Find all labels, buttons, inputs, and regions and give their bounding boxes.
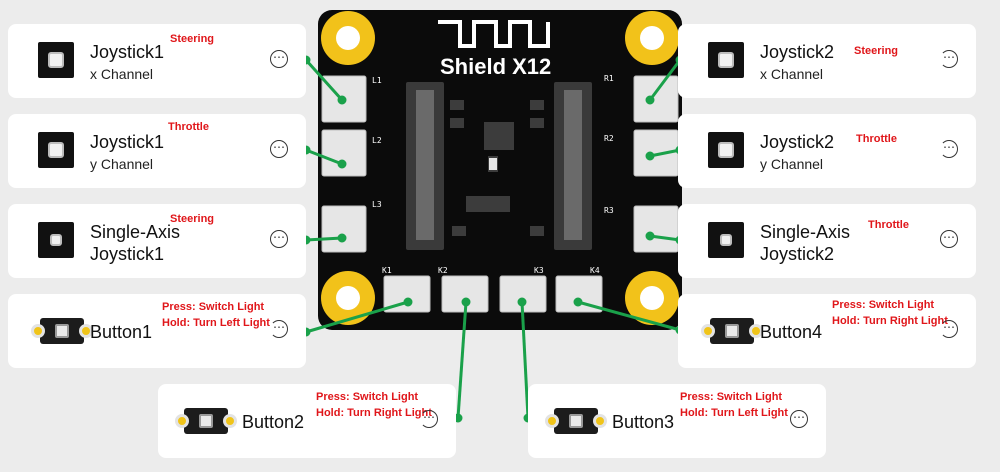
module-card-joystick1-y[interactable]: Joystick1 y Channel Throttle ⋯ xyxy=(8,114,306,188)
module-note: Steering xyxy=(170,33,215,45)
more-options-icon[interactable]: ⋯ xyxy=(790,410,808,428)
button-module-icon xyxy=(545,408,607,434)
module-note-press: Press: Switch Light xyxy=(832,299,935,311)
module-title: Single-Axis xyxy=(90,222,181,242)
module-subtitle: Joystick2 xyxy=(760,244,835,264)
joystick-icon xyxy=(708,42,744,78)
pot-label-l1: L1 xyxy=(372,76,382,85)
more-options-icon[interactable]: ⋯ xyxy=(270,230,288,248)
button-module-icon xyxy=(701,318,763,344)
mount-hole-br xyxy=(625,271,679,325)
module-note-press: Press: Switch Light xyxy=(680,391,783,403)
mount-hole-tl xyxy=(321,11,375,65)
module-note: Steering xyxy=(170,213,215,225)
pin-label-k2: K2 xyxy=(438,266,448,275)
module-note: Steering xyxy=(854,45,899,57)
module-subtitle: Joystick1 xyxy=(90,244,165,264)
more-options-icon[interactable]: ⋯ xyxy=(940,320,958,338)
module-card-button1[interactable]: Button1 Press: Switch Light Hold: Turn L… xyxy=(8,294,306,368)
module-card-button2[interactable]: Button2 Press: Switch Light Hold: Turn R… xyxy=(158,384,456,458)
board-name: Shield X12 xyxy=(440,54,552,79)
single-axis-joystick-icon xyxy=(38,222,74,258)
more-options-icon[interactable]: ⋯ xyxy=(940,230,958,248)
pot-label-l3: L3 xyxy=(372,200,382,209)
module-title: Single-Axis xyxy=(760,222,851,242)
more-options-icon[interactable]: ⋯ xyxy=(270,50,288,68)
module-title: Button4 xyxy=(760,322,823,342)
module-note-press: Press: Switch Light xyxy=(316,391,419,403)
module-note: Throttle xyxy=(856,133,897,145)
joystick-icon xyxy=(38,42,74,78)
more-options-icon[interactable]: ⋯ xyxy=(940,140,958,158)
module-title: Joystick2 xyxy=(760,132,835,152)
more-options-icon[interactable]: ⋯ xyxy=(940,50,958,68)
pot-label-r1: R1 xyxy=(604,74,614,83)
module-title: Button1 xyxy=(90,322,153,342)
pin-label-k4: K4 xyxy=(590,266,600,275)
module-note: Throttle xyxy=(868,219,909,231)
module-card-button4[interactable]: Button4 Press: Switch Light Hold: Turn R… xyxy=(678,294,976,368)
pin-label-k3: K3 xyxy=(534,266,544,275)
module-subtitle: x Channel xyxy=(90,66,154,82)
more-options-icon[interactable]: ⋯ xyxy=(270,320,288,338)
module-card-single-axis-joystick2[interactable]: Single-Axis Joystick2 Throttle ⋯ xyxy=(678,204,976,278)
module-title: Button3 xyxy=(612,412,675,432)
module-note-hold: Hold: Turn Left Light xyxy=(162,317,270,329)
module-note: Throttle xyxy=(168,121,209,133)
pot-label-l2: L2 xyxy=(372,136,382,145)
more-options-icon[interactable]: ⋯ xyxy=(420,410,438,428)
module-card-joystick2-y[interactable]: Joystick2 y Channel Throttle ⋯ xyxy=(678,114,976,188)
single-axis-joystick-icon xyxy=(708,222,744,258)
pin-label-k1: K1 xyxy=(382,266,392,275)
module-card-joystick2-x[interactable]: Joystick2 x Channel Steering ⋯ xyxy=(678,24,976,98)
module-subtitle: y Channel xyxy=(90,156,154,172)
module-title: Button2 xyxy=(242,412,305,432)
more-options-icon[interactable]: ⋯ xyxy=(270,140,288,158)
module-note-hold: Hold: Turn Right Light xyxy=(316,407,432,419)
module-note-hold: Hold: Turn Left Light xyxy=(680,407,788,419)
pot-label-r3: R3 xyxy=(604,206,614,215)
module-title: Joystick1 xyxy=(90,42,165,62)
mount-hole-bl xyxy=(321,271,375,325)
module-title: Joystick2 xyxy=(760,42,835,62)
pot-label-r2: R2 xyxy=(604,134,614,143)
module-subtitle: y Channel xyxy=(760,156,824,172)
module-card-joystick1-x[interactable]: Joystick1 x Channel Steering ⋯ xyxy=(8,24,306,98)
joystick-icon xyxy=(38,132,74,168)
mount-hole-tr xyxy=(625,11,679,65)
button-module-icon xyxy=(31,318,93,344)
brand-logo-icon xyxy=(438,20,550,48)
button-module-icon xyxy=(175,408,237,434)
module-card-button3[interactable]: Button3 Press: Switch Light Hold: Turn L… xyxy=(528,384,826,458)
module-card-single-axis-joystick1[interactable]: Single-Axis Joystick1 Steering ⋯ xyxy=(8,204,306,278)
module-subtitle: x Channel xyxy=(760,66,824,82)
module-note-hold: Hold: Turn Right Light xyxy=(832,315,948,327)
module-title: Joystick1 xyxy=(90,132,165,152)
module-note-press: Press: Switch Light xyxy=(162,301,265,313)
joystick-icon xyxy=(708,132,744,168)
